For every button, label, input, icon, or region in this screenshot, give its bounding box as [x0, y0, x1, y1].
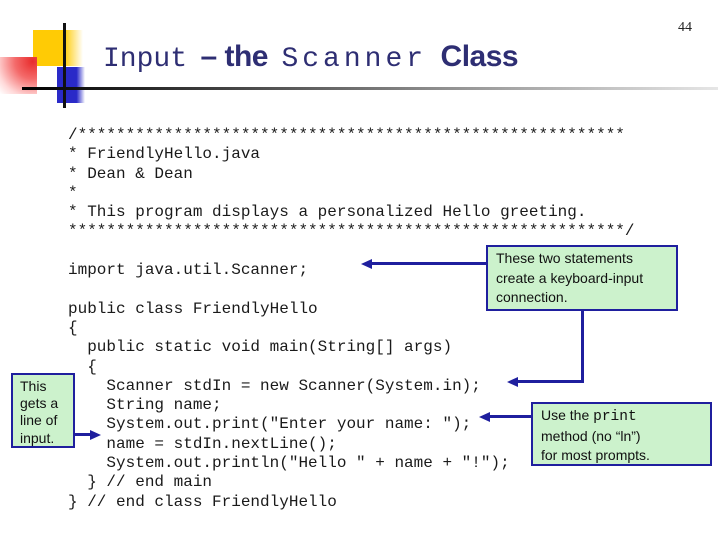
code-listing: /***************************************… — [68, 126, 635, 512]
code-line: * FriendlyHello.java — [68, 145, 261, 164]
callout-text-line: create a keyboard-input — [496, 269, 644, 286]
code-line: * — [68, 183, 78, 202]
title-word-class: Class — [440, 40, 519, 73]
connector-print-arrowhead-icon — [479, 412, 490, 422]
callout-text-line: These two statements — [496, 250, 633, 266]
callout-text-line: for most prompts. — [541, 447, 650, 463]
callout-line-of-input: This gets a line of input. — [11, 373, 75, 448]
code-line: String name; — [68, 396, 222, 415]
logo-vertical-line — [63, 23, 66, 108]
slide-title: Input – the Scanner Class — [103, 40, 519, 75]
title-word-input: Input — [103, 44, 188, 75]
callout-keyboard-input: These two statements create a keyboard-i… — [486, 245, 678, 311]
code-line: /***************************************… — [68, 126, 625, 144]
logo-blue-square — [57, 67, 85, 103]
code-line: * This program displays a personalized H… — [68, 203, 587, 222]
code-line: public static void main(String[] args) — [68, 338, 453, 357]
connector-nextline-line — [75, 433, 91, 436]
code-line-print-prompt: System.out.print("Enter your name: "); — [68, 415, 472, 434]
code-line-nextline: name = stdIn.nextLine(); — [68, 434, 337, 453]
connector-scanner-arrowhead-icon — [507, 377, 518, 387]
code-line-scanner-stdin: Scanner stdIn = new Scanner(System.in); — [68, 376, 481, 395]
title-word-scanner: Scanner — [281, 44, 428, 75]
title-underline-rule — [22, 87, 718, 90]
page-number: 44 — [678, 20, 692, 35]
print-keyword: print — [593, 409, 637, 425]
callout-print-method: Use the print method (no “ln”) for most … — [531, 402, 712, 466]
code-line: } // end main — [68, 473, 213, 492]
code-line: } // end class FriendlyHello — [68, 492, 337, 511]
connector-import-arrowhead-icon — [361, 259, 372, 269]
callout-text-line: gets a — [20, 395, 59, 412]
code-line: { — [68, 357, 97, 376]
title-dash-the: – the — [200, 40, 268, 73]
callout-text-line: This — [20, 378, 47, 394]
connector-import-line — [371, 262, 486, 265]
code-line: System.out.println("Hello " + name + "!"… — [68, 454, 510, 473]
callout-text-line: input. — [20, 429, 55, 446]
callout-text-line: method (no “ln”) — [541, 428, 641, 444]
code-line: { — [68, 318, 78, 337]
connector-scanner-horizontal-line — [517, 380, 583, 383]
code-line-import: import java.util.Scanner; — [68, 261, 309, 280]
callout-text-line: line of — [20, 412, 58, 429]
connector-print-line — [489, 415, 531, 418]
code-line: * Dean & Dean — [68, 164, 193, 183]
connector-nextline-arrowhead-icon — [90, 430, 101, 440]
callout-text-line: connection. — [496, 289, 568, 305]
logo-yellow-square — [33, 30, 83, 66]
connector-scanner-vertical-line — [581, 311, 584, 383]
code-line: ****************************************… — [68, 222, 635, 241]
code-line: public class FriendlyHello — [68, 299, 318, 318]
callout-text-line: Use the print — [541, 407, 637, 425]
